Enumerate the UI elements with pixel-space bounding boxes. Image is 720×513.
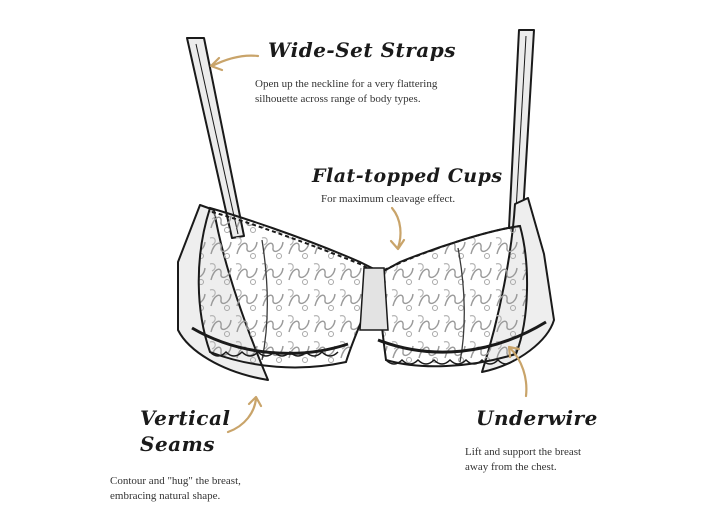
straps-desc-line: Open up the neckline for a very flatteri…: [255, 78, 438, 90]
center-gore: [359, 267, 389, 331]
scalloped-hem: [209, 350, 515, 365]
cups-description: For maximum cleavage effect.: [321, 192, 455, 207]
right-cup: [377, 224, 547, 368]
cups-desc-line: For maximum cleavage effect.: [321, 193, 456, 205]
right-underwire: [377, 320, 547, 354]
seams-title-line: Seams: [140, 432, 216, 456]
straps-description: Open up the neckline for a very flatteri…: [255, 77, 437, 107]
straps: [186, 29, 535, 239]
arrow-underwire: [507, 345, 528, 398]
left-seam: [261, 239, 268, 361]
underwire-desc-line: away from the chest.: [465, 461, 557, 473]
seams-title: Vertical Seams: [140, 405, 231, 457]
arrow-seams: [226, 395, 263, 434]
callout-arrows: [209, 54, 528, 434]
seams-title-line: Vertical: [140, 406, 231, 430]
underwire-description: Lift and support the breast away from th…: [465, 445, 581, 475]
seams-desc-line: Contour and "hug" the breast,: [110, 475, 241, 487]
underwire-title: Underwire: [476, 406, 598, 430]
arrow-straps: [209, 54, 260, 72]
underwire-desc-line: Lift and support the breast: [465, 446, 582, 458]
arrow-cups: [389, 206, 406, 251]
seams-description: Contour and "hug" the breast, embracing …: [110, 474, 241, 504]
seams-desc-line: embracing natural shape.: [110, 490, 221, 502]
straps-desc-line: silhouette across range of body types.: [255, 93, 421, 105]
left-cup: [191, 206, 382, 369]
straps-title: Wide-Set Straps: [268, 38, 457, 62]
cups-title: Flat-topped Cups: [312, 165, 503, 187]
left-underwire: [191, 326, 349, 355]
